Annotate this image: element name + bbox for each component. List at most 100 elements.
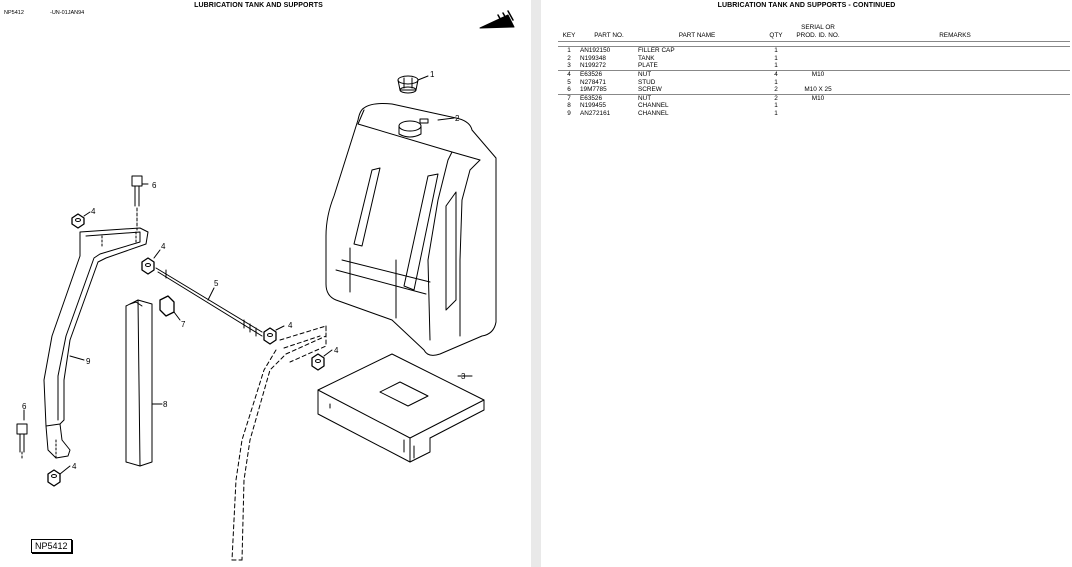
header-serial-line1: SERIAL OR: [801, 24, 835, 31]
cell-key: 2: [567, 54, 571, 62]
callout-label: 9: [86, 357, 91, 366]
page-title: LUBRICATION TANK AND SUPPORTS: [194, 2, 323, 9]
screw-part: [16, 409, 28, 461]
cell-part-no: E63526: [580, 69, 638, 79]
cell-qty: 1: [774, 78, 778, 86]
left-page-illustration: LUBRICATION TANK AND SUPPORTS NP5412 -UN…: [0, 0, 531, 567]
direction-arrow-icon: [479, 10, 515, 29]
channel-post-part: [125, 299, 163, 467]
header-serial-line2: PROD. ID. NO.: [796, 31, 840, 39]
channel-left-part: [43, 227, 149, 459]
cell-remarks: [840, 62, 1070, 70]
cell-serial: M10: [796, 93, 840, 103]
cell-part-name: CHANNEL: [638, 109, 669, 117]
cell-serial: [796, 102, 840, 110]
cell-serial: M10: [796, 69, 840, 79]
dashed-channel-part: [231, 325, 327, 561]
cell-part-no: N199455: [580, 102, 606, 110]
header-qty: QTY: [756, 24, 796, 43]
cell-part-no: N199272: [580, 62, 606, 70]
cell-qty: 1: [774, 62, 778, 70]
callout-label: 4: [334, 346, 339, 355]
cell-part-name: TANK: [638, 54, 655, 62]
cell-part-no: 19M7785: [580, 86, 607, 94]
callout-label: 2: [455, 114, 460, 123]
cell-serial: [796, 55, 840, 63]
cell-remarks: [840, 102, 1070, 110]
page-title-continued: LUBRICATION TANK AND SUPPORTS - CONTINUE…: [717, 2, 896, 9]
cell-serial: [796, 46, 840, 55]
callout-label: 8: [163, 400, 168, 409]
tank-part: [325, 103, 497, 356]
callout-label: 1: [430, 70, 435, 79]
header-remarks: REMARKS: [840, 24, 1070, 43]
cell-qty: 1: [756, 46, 796, 55]
callout-label: 4: [72, 462, 77, 471]
right-page-parts-list: LUBRICATION TANK AND SUPPORTS - CONTINUE…: [541, 0, 1072, 567]
cell-remarks: [840, 93, 1070, 103]
cell-serial: [796, 62, 840, 70]
table-row: 9 AN272161 CHANNEL 1: [558, 110, 1070, 118]
cell-part-no: AN272161: [580, 109, 611, 117]
screw-part: [131, 175, 149, 231]
cell-remarks: [840, 46, 1070, 55]
cell-part-no: N199348: [580, 54, 606, 62]
nut-part: [47, 465, 71, 487]
cell-key: 9: [567, 109, 571, 117]
callout-label: 7: [181, 320, 186, 329]
cell-part-no: AN192150: [580, 46, 638, 55]
cell-qty: 2: [774, 86, 778, 94]
cell-part-name: CHANNEL: [638, 102, 669, 110]
callout-label: 6: [152, 181, 157, 190]
callout-label: 6: [22, 402, 27, 411]
table-row: 2 N199348 TANK 1: [558, 55, 1070, 63]
callout-label: 4: [161, 242, 166, 251]
cell-part-name: NUT: [638, 93, 756, 103]
nut-part: [311, 349, 333, 371]
cell-remarks: [840, 79, 1070, 87]
cell-qty: 1: [774, 54, 778, 62]
cell-part-name: STUD: [638, 78, 656, 86]
cell-serial: [796, 79, 840, 87]
callout-label: 3: [461, 372, 466, 381]
page-gutter: [531, 0, 541, 567]
cell-key: 8: [567, 102, 571, 110]
cell-key: 7: [558, 93, 580, 103]
cell-qty: 2: [756, 93, 796, 103]
document-date: -UN-01JAN94: [50, 10, 85, 16]
table-row: 8 N199455 CHANNEL 1: [558, 102, 1070, 110]
cell-qty: 1: [774, 102, 778, 110]
cell-key: 5: [567, 78, 571, 86]
header-serial: SERIAL OR PROD. ID. NO.: [796, 24, 840, 43]
table-row: 5 N278471 STUD 1: [558, 79, 1070, 87]
cell-part-name: PLATE: [638, 62, 658, 70]
filler-cap-part: [397, 75, 429, 94]
cell-serial: [796, 110, 840, 118]
header-part-name: PART NAME: [638, 24, 756, 43]
cell-qty: 4: [756, 69, 796, 79]
figure-id-label: NP5412: [31, 539, 72, 553]
cell-serial: M10 X 25: [804, 86, 832, 94]
cell-part-no: N278471: [580, 78, 606, 86]
cell-part-name: SCREW: [638, 86, 662, 94]
cell-part-name: NUT: [638, 69, 756, 79]
nut-part: [71, 211, 91, 229]
cell-part-name: FILLER CAP: [638, 46, 756, 55]
cell-key: 3: [567, 62, 571, 70]
plate-part: [317, 353, 485, 463]
stud-part: [155, 267, 263, 337]
callout-label: 5: [214, 279, 219, 288]
nut-part: [263, 325, 285, 345]
cell-qty: 1: [774, 109, 778, 117]
exploded-parts-drawing: 1 2 6 4 4 5 7 4 9 4 3 8 6 4: [16, 10, 515, 561]
cell-key: 4: [558, 69, 580, 79]
nut-part: [141, 249, 161, 275]
cell-part-no: E63526: [580, 93, 638, 103]
cell-remarks: [840, 110, 1070, 118]
header-part-no: PART NO.: [580, 24, 638, 43]
